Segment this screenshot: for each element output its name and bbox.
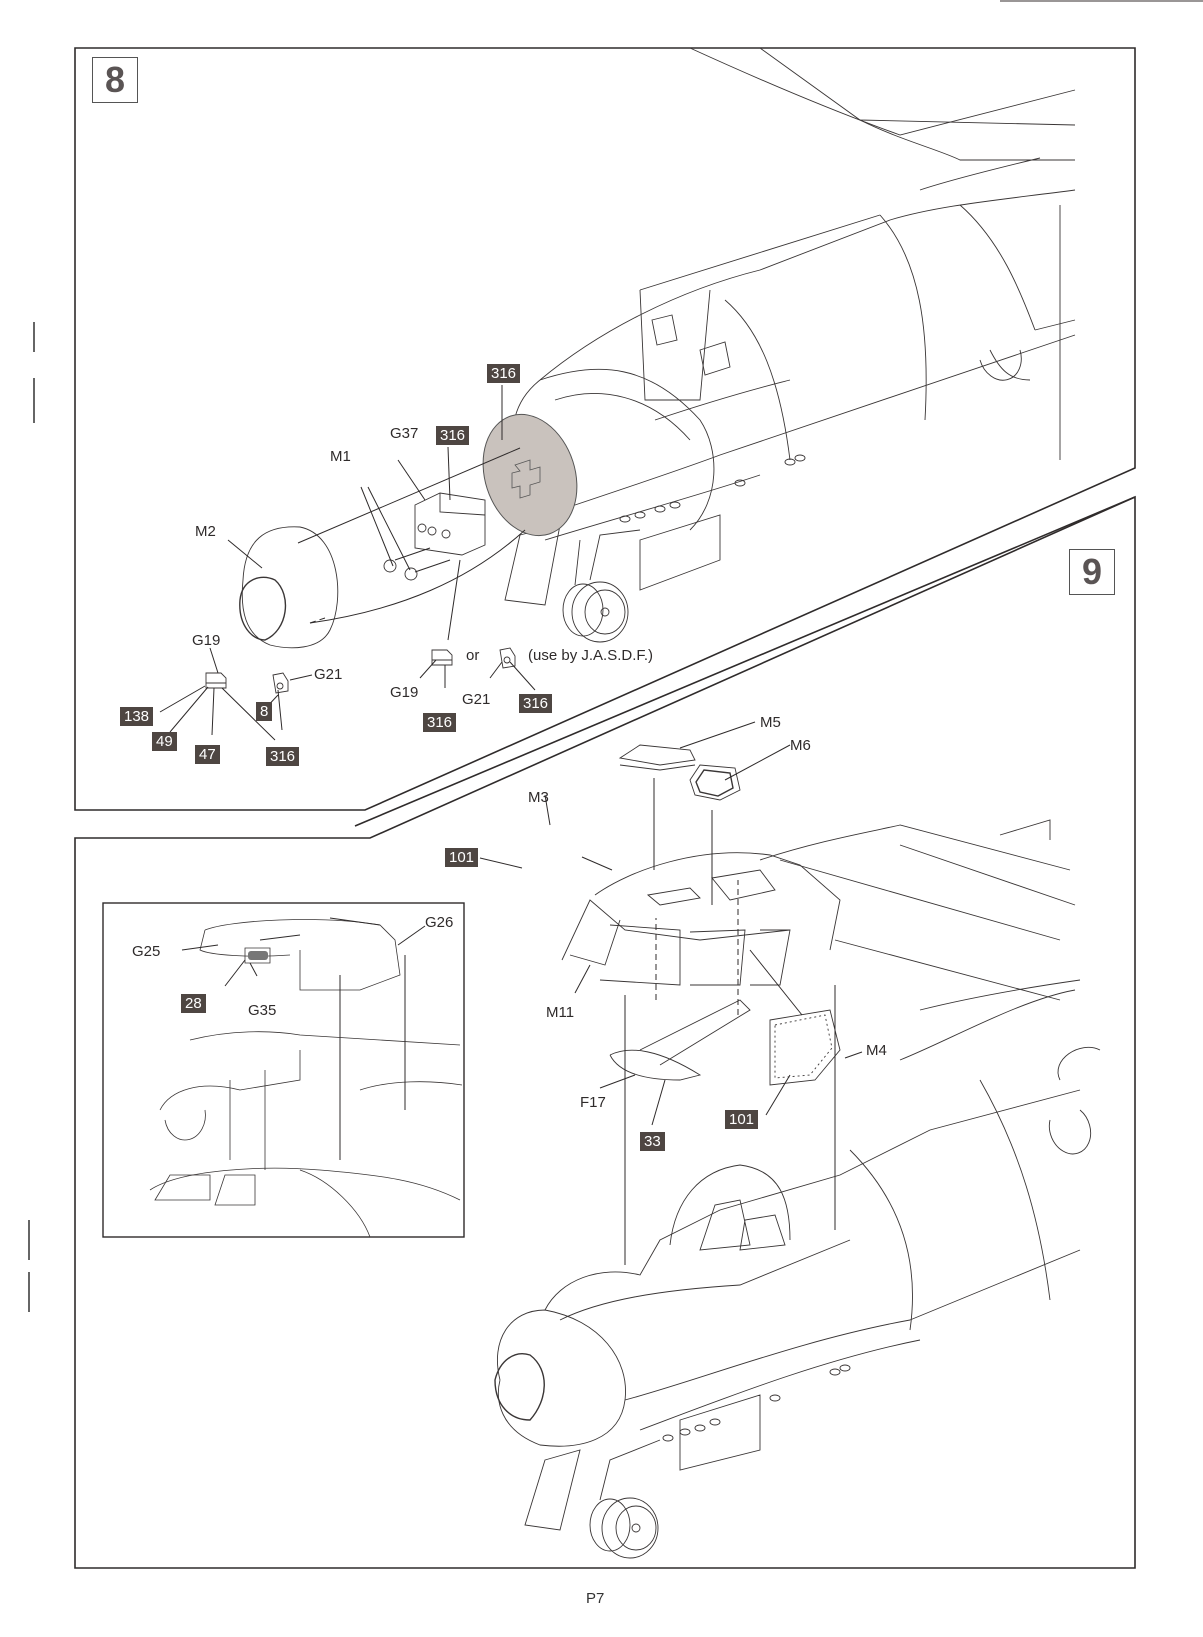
part-label-m1: M1 bbox=[330, 448, 351, 465]
part-label-g35: G35 bbox=[248, 1002, 277, 1019]
part-label-m3: M3 bbox=[528, 789, 549, 806]
step-9-divider bbox=[354, 496, 1136, 827]
color-tag-g35-28: 28 bbox=[181, 994, 206, 1013]
color-tag-g19-138: 138 bbox=[120, 707, 154, 726]
g19-part-mid bbox=[431, 649, 453, 666]
color-tag-g19-47: 47 bbox=[195, 745, 220, 764]
part-label-m11: M11 bbox=[546, 1004, 575, 1021]
part-label-g19-left: G19 bbox=[192, 632, 221, 649]
part-label-g21-left: G21 bbox=[314, 666, 343, 683]
color-tag-g21-mid-316: 316 bbox=[519, 694, 553, 713]
color-tag-canopy-101: 101 bbox=[445, 848, 479, 867]
color-tag-left-316: 316 bbox=[266, 747, 300, 766]
part-label-g26: G26 bbox=[425, 914, 454, 931]
part-label-g25: G25 bbox=[132, 943, 161, 960]
part-label-g21-mid: G21 bbox=[462, 691, 491, 708]
binder-mark bbox=[28, 1272, 30, 1312]
step-9-frame bbox=[74, 495, 1136, 1569]
top-edge-rule bbox=[1000, 0, 1203, 2]
step-8-frame bbox=[74, 47, 1136, 811]
color-tag-f17-33: 33 bbox=[640, 1132, 665, 1151]
part-label-f17: F17 bbox=[580, 1094, 606, 1111]
part-label-m5: M5 bbox=[760, 714, 781, 731]
part-label-g19-mid: G19 bbox=[390, 684, 419, 701]
inset-drawing bbox=[149, 919, 463, 1238]
color-tag-g37-box: 316 bbox=[436, 426, 470, 445]
g37-camera-box bbox=[383, 492, 486, 581]
step-number-9: 9 bbox=[1069, 549, 1115, 595]
option-or-text: or bbox=[466, 647, 480, 664]
part-label-m6: M6 bbox=[790, 737, 811, 754]
step-9-fuselage bbox=[494, 744, 1101, 1559]
part-label-g37: G37 bbox=[390, 425, 419, 442]
binder-mark bbox=[33, 378, 35, 423]
g21-part-mid bbox=[499, 647, 516, 669]
part-label-m4: M4 bbox=[866, 1042, 887, 1059]
part-label-m2: M2 bbox=[195, 523, 216, 540]
g21-part-left bbox=[272, 672, 289, 694]
binder-mark bbox=[33, 322, 35, 352]
jasdf-note: (use by J.A.S.D.F.) bbox=[528, 647, 654, 664]
radome-highlight bbox=[482, 413, 578, 537]
page-number: P7 bbox=[586, 1590, 605, 1607]
color-tag-g21-8: 8 bbox=[256, 702, 273, 721]
inset-frame bbox=[102, 902, 465, 1238]
color-tag-g19-mid-316: 316 bbox=[423, 713, 457, 732]
step-8-fuselage bbox=[504, 47, 1076, 643]
binder-mark bbox=[28, 1220, 30, 1260]
color-tag-nose-radome: 316 bbox=[487, 364, 521, 383]
step-number-8: 8 bbox=[92, 57, 138, 103]
color-tag-g19-49: 49 bbox=[152, 732, 177, 751]
m2-nose-cone bbox=[239, 526, 339, 649]
g19-part-left bbox=[205, 672, 227, 689]
color-tag-m4-101: 101 bbox=[725, 1110, 759, 1129]
